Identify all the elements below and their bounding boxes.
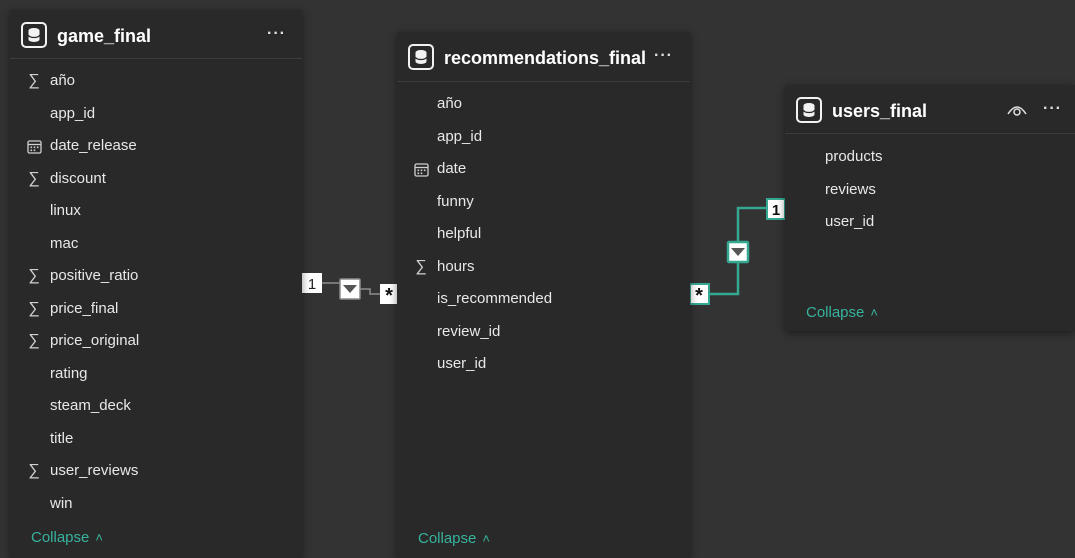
field-name: is_recommended: [437, 290, 553, 307]
field-row[interactable]: steam_deck: [24, 392, 264, 420]
field-row[interactable]: app_id: [411, 123, 651, 151]
field-name: review_id: [437, 322, 501, 340]
one-label-game: 1: [308, 276, 316, 293]
more-options-button[interactable]: ···: [1043, 100, 1062, 117]
more-options-button[interactable]: ···: [267, 25, 286, 42]
field-row[interactable]: ∑ positive_ratio: [24, 262, 264, 290]
field-name: date_release: [50, 137, 137, 154]
sigma-icon: ∑: [28, 332, 40, 349]
sigma-icon: ∑: [28, 299, 40, 317]
field-row[interactable]: review_id: [411, 318, 651, 346]
field-row[interactable]: ∑ hours: [411, 253, 651, 281]
field-name: funny: [437, 192, 474, 210]
field-name: rating: [50, 364, 88, 382]
field-row[interactable]: ∑ price_original: [24, 327, 264, 355]
relationship-line-game-recommendations[interactable]: [322, 282, 380, 295]
field-row[interactable]: rating: [24, 360, 264, 388]
field-name: app_id: [437, 127, 483, 145]
table-title: recommendations_final: [444, 48, 647, 68]
field-name: user_id: [825, 213, 875, 230]
chevron-up-icon: ˄: [95, 530, 103, 545]
field-name: año: [437, 95, 463, 112]
calendar-icon: [26, 137, 42, 155]
filter-direction-arrow-users[interactable]: [726, 240, 750, 264]
field-row[interactable]: win: [24, 490, 264, 518]
field-row[interactable]: products: [799, 143, 1039, 171]
field-row[interactable]: user_id: [799, 208, 1039, 236]
field-name: helpful: [437, 225, 482, 242]
field-name: win: [50, 494, 73, 512]
table-title: game_final: [57, 26, 152, 46]
field-name: discount: [50, 169, 106, 187]
field-name: año: [50, 72, 76, 89]
relationship-line-users-recommendations[interactable]: [710, 206, 768, 296]
field-row[interactable]: funny: [411, 188, 651, 216]
sigma-icon: ∑: [28, 462, 40, 479]
table-icon: [796, 97, 822, 123]
field-row[interactable]: app_id: [24, 100, 264, 128]
field-row[interactable]: title: [24, 425, 264, 453]
field-row[interactable]: date: [411, 155, 651, 183]
field-name: app_id: [50, 104, 96, 122]
field-row[interactable]: reviews: [799, 176, 1039, 204]
more-options-button[interactable]: ···: [654, 47, 673, 64]
calendar-icon: [413, 160, 429, 178]
many-label-left: *: [385, 285, 393, 307]
field-row[interactable]: helpful: [411, 220, 651, 248]
table-card-users-final[interactable]: users_final ··· products reviews user_id C…: [785, 85, 1075, 331]
collapse-label: Collapse: [806, 304, 865, 321]
table-icon: [21, 22, 47, 48]
table-header[interactable]: game_final ···: [10, 10, 302, 59]
chevron-up-icon: ˄: [482, 531, 490, 546]
field-row[interactable]: user_id: [411, 350, 651, 378]
field-name: positive_ratio: [50, 267, 139, 284]
many-marker-recommendations-right: *: [689, 283, 710, 307]
field-row[interactable]: año: [411, 90, 651, 118]
field-name: linux: [50, 202, 81, 219]
visibility-eye-icon[interactable]: [1007, 103, 1027, 122]
table-card-game-final[interactable]: game_final ··· ∑ año app_id date_release ∑ di…: [10, 10, 302, 558]
field-name: user_id: [437, 355, 487, 372]
table-header[interactable]: users_final ···: [785, 85, 1075, 134]
one-label-users: 1: [772, 202, 780, 219]
collapse-button[interactable]: Collapse ˄: [31, 529, 103, 546]
one-marker-users: 1: [766, 198, 786, 220]
field-name: price_final: [50, 299, 119, 317]
table-title: users_final: [832, 101, 928, 121]
chevron-up-icon: ˄: [870, 305, 878, 320]
field-name: date: [437, 160, 467, 177]
collapse-label: Collapse: [31, 529, 90, 546]
table-header[interactable]: recommendations_final ···: [397, 32, 690, 82]
field-name: user_reviews: [50, 462, 139, 479]
one-marker-game: 1: [302, 273, 322, 293]
collapse-label: Collapse: [418, 530, 477, 547]
sigma-icon: ∑: [28, 72, 40, 89]
field-name: title: [50, 429, 74, 447]
sigma-icon: ∑: [28, 267, 40, 284]
collapse-button[interactable]: Collapse ˄: [806, 304, 878, 321]
field-row[interactable]: ∑ discount: [24, 165, 264, 193]
field-row[interactable]: ∑ año: [24, 67, 264, 95]
sigma-icon: ∑: [415, 257, 427, 275]
field-name: price_original: [50, 332, 140, 349]
field-row[interactable]: mac: [24, 230, 264, 258]
filter-direction-arrow-game[interactable]: [339, 278, 361, 300]
field-row[interactable]: ∑ price_final: [24, 295, 264, 323]
field-name: mac: [50, 234, 79, 252]
field-name: reviews: [825, 180, 876, 198]
collapse-button[interactable]: Collapse ˄: [418, 530, 490, 547]
many-marker-recommendations-left: *: [380, 284, 398, 307]
table-icon: [408, 44, 434, 70]
field-row[interactable]: ∑ user_reviews: [24, 457, 264, 485]
field-row[interactable]: linux: [24, 197, 264, 225]
sigma-icon: ∑: [28, 169, 40, 187]
field-row[interactable]: date_release: [24, 132, 264, 160]
field-row[interactable]: is_recommended: [411, 285, 651, 313]
field-name: hours: [437, 257, 475, 275]
field-name: steam_deck: [50, 397, 131, 414]
field-name: products: [825, 148, 883, 165]
many-label-right: *: [695, 285, 703, 307]
